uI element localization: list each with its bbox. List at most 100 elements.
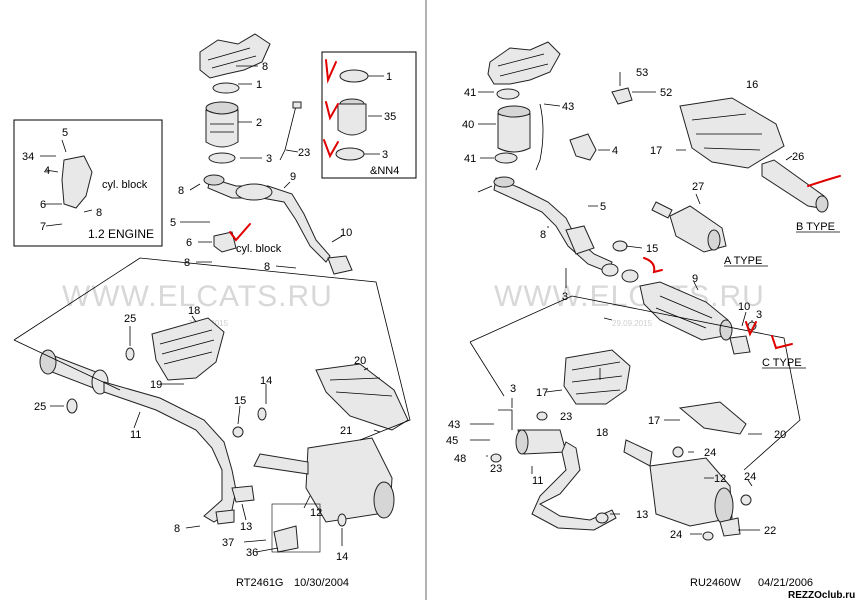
part-number-label: 23 [560,411,572,423]
type-a-label: A TYPE [724,255,762,267]
red-mark-box-1 [325,59,337,84]
r-hanger-24b [702,531,714,541]
bracket-4 [213,231,237,253]
rear-muffler [253,437,395,523]
r-hanger-23a [536,411,548,421]
part-number-label: 14 [260,375,272,387]
part-number-label: 35 [384,111,396,123]
part-number-label: 8 [262,61,268,73]
r-front-muffler-11 [515,429,617,531]
site-credit: REZZOclub.ru [788,590,855,600]
part-number-label: 4 [44,165,50,177]
part-number-label: 17 [648,415,660,427]
left-ref-code: RT2461G [236,577,284,589]
inset-bracket [61,155,93,209]
part-number-label: 12 [714,473,726,485]
watermark-date-right: 29.09.2015 [612,319,653,328]
part-number-label: 8 [96,207,102,219]
r-hanger-24c [672,446,684,458]
part-number-label: 4 [612,145,618,157]
part-number-label: 6 [40,199,46,211]
hanger-14a [257,407,267,421]
part-number-label: 5 [600,201,606,213]
part-number-label: 41 [464,87,476,99]
r-o2-sensor [535,103,544,171]
part-number-label: 24 [744,471,756,483]
upper-parts-box [321,51,417,179]
heat-shield-20 [315,363,409,431]
part-number-label: 23 [490,463,502,475]
r-heat-shield-18 [563,349,631,405]
red-mark-type-b [807,175,841,187]
part-number-label: 3 [266,153,272,165]
r-gasket-15b [601,263,619,277]
r-heat-shield-20 [678,401,747,435]
gasket-13a [231,485,255,503]
intermediate-pipe [103,381,237,523]
part-number-label: 13 [240,521,252,533]
part-number-label: 3 [382,149,388,161]
type-c-label: C TYPE [762,357,802,369]
r-hanger-23b [490,453,502,463]
heat-shield-18 [151,317,225,381]
part-number-label: 18 [596,427,608,439]
right-part-labels: 53 52 16 41 43 40 41 4 17 26 27 5 8 15 9… [446,67,804,541]
front-muffler [39,349,109,395]
part-number-label: &NN4 [370,165,399,177]
inset-title: 1.2 ENGINE [88,227,154,241]
red-mark-box-3 [323,139,339,159]
left-part-labels: 8 1 2 3 23 9 8 5 6 8 10 8 4 5 34 6 8 7 1… [22,61,366,563]
part-number-label: 25 [34,401,46,413]
part-number-label: 8 [264,261,270,273]
part-number-label: 17 [650,145,662,157]
part-number-label: 36 [246,547,258,559]
part-number-label: 9 [692,273,698,285]
part-number-label: 19 [150,379,162,391]
part-number-label: 8 [540,229,546,241]
part-number-label: 43 [448,419,460,431]
r-muffler-27 [651,201,727,253]
part-number-label: 9 [290,171,296,183]
right-diagram: WWW.ELCATS.RU 29.09.2015 1 35 3 &NN4 [321,41,856,601]
part-number-label: 1 [386,71,392,83]
red-mark-3 [771,335,793,350]
type-b-label: B TYPE [796,221,835,233]
part-number-label: 34 [22,151,34,163]
part-number-label: 12 [310,507,322,519]
left-date: 10/30/2004 [294,577,349,589]
cyl-block-note: cyl. block [236,243,282,255]
flange-10 [327,255,353,275]
part-number-label: 37 [222,537,234,549]
nut-15 [232,426,244,438]
part-number-label: 1 [256,79,262,91]
part-number-label: 20 [354,355,366,367]
part-number-label: 10 [340,227,352,239]
part-number-label: 17 [536,387,548,399]
part-number-label: 6 [186,237,192,249]
clamp-36 [273,525,299,553]
right-ref-code: RU2460W [690,577,741,589]
gasket-13b [215,509,235,525]
inset-note: cyl. block [102,179,148,191]
part-number-label: 11 [130,429,141,441]
part-number-label: 21 [340,425,352,437]
r-exhaust-manifold [487,41,561,85]
part-number-label: 15 [646,243,658,255]
box-gasket-3 [335,147,365,161]
part-number-label: 10 [738,301,750,313]
r-flange-10 [729,335,751,355]
part-number-label: 41 [464,153,476,165]
part-number-label: 27 [692,181,704,193]
r-rear-muffler-12 [623,439,734,527]
gasket-1 [212,82,240,94]
part-number-label: 22 [764,525,776,537]
assembly-outline [13,257,411,441]
watermark-right: WWW.ELCATS.RU [494,280,765,313]
part-number-label: 45 [446,435,458,447]
part-number-label: 24 [670,529,682,541]
r-heat-shield-16 [679,97,785,169]
part-number-label: 18 [188,305,200,317]
part-number-label: 40 [462,119,474,131]
